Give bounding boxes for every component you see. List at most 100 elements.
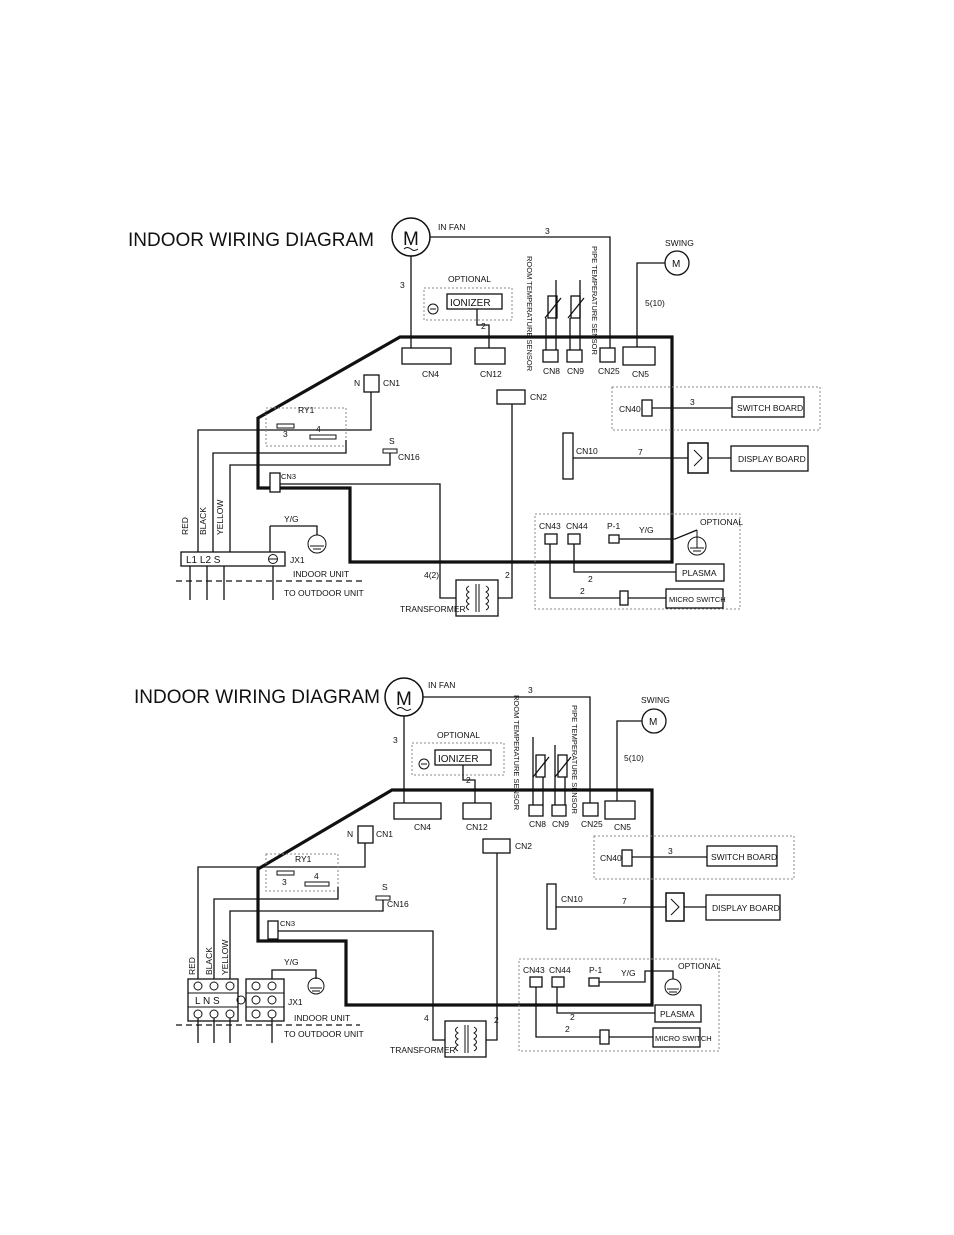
- switch-board: [706, 845, 778, 867]
- room-sensor-arrow: [544, 297, 562, 319]
- ground-icon: [307, 534, 327, 554]
- connector-cn4: [393, 802, 442, 820]
- connector-cn44: [567, 533, 581, 545]
- relay-box: [265, 853, 339, 892]
- connector-cn4: [401, 347, 452, 365]
- connector-cn2: [496, 389, 526, 405]
- wiring-diagram-2: INDOOR WIRING DIAGRAM M IN FAN 3 3 OPTIO…: [0, 665, 954, 1085]
- cn3-label: CN3: [281, 472, 296, 481]
- cn8-label: CN8: [529, 819, 546, 829]
- micro-switch-wire: [549, 544, 620, 599]
- micro-switch-label: MICRO SWITCH: [669, 595, 726, 604]
- cn1-wire: [197, 843, 366, 979]
- fan-label: IN FAN: [428, 680, 455, 690]
- s-label: S: [389, 436, 395, 446]
- swing-motor-symbol: M: [649, 717, 657, 728]
- indoor-unit-label: INDOOR UNIT: [293, 569, 349, 579]
- connector-cn25: [582, 802, 599, 817]
- plasma-wire: [573, 544, 676, 573]
- plasma-optional-box: [518, 958, 720, 1052]
- wire-count-transformer-left: 4: [424, 1013, 429, 1023]
- room-sensor-icon: [535, 754, 546, 778]
- cn8-label: CN8: [543, 366, 560, 376]
- wire-count-fan-top: 3: [545, 226, 550, 236]
- micro-switch-connector-icon: [619, 590, 629, 606]
- connector-cn25: [599, 347, 616, 363]
- terminal-labels: L1 L2 S: [186, 555, 221, 566]
- plasma-optional-box: [534, 513, 741, 610]
- micro-switch-box: [652, 1027, 701, 1048]
- swing-wire: [636, 262, 665, 348]
- cn43-label: CN43: [523, 965, 545, 975]
- p1-label: P-1: [589, 965, 603, 975]
- room-sensor-label: ROOM TEMPERATURE SENSOR: [512, 695, 521, 811]
- pipe-sensor-label: PIPE TEMPERATURE SENSOR: [590, 246, 599, 355]
- terminal-block-jx1: [187, 978, 285, 1022]
- wire-count-micro: 2: [565, 1024, 570, 1034]
- wire-color-yellow: YELLOW: [215, 500, 225, 535]
- transformer-label: TRANSFORMER: [400, 604, 466, 614]
- cn16-wire: [229, 900, 384, 979]
- cn9-label: CN9: [552, 819, 569, 829]
- connector-cn10: [562, 432, 574, 480]
- connector-cn43: [529, 976, 543, 988]
- plasma-wire: [556, 987, 655, 1014]
- fan-wire-top: [423, 696, 591, 803]
- diagram-title: INDOOR WIRING DIAGRAM: [128, 230, 374, 251]
- ionizer-label: IONIZER: [438, 754, 479, 765]
- room-sensor-arrow: [532, 756, 550, 778]
- cn3-wire: [280, 483, 456, 599]
- optional-label: OPTIONAL: [437, 730, 480, 740]
- connector-cn40: [621, 849, 633, 867]
- cn2-wire: [486, 853, 498, 1041]
- jx1-label: JX1: [290, 555, 305, 565]
- cn40-label: CN40: [619, 404, 641, 414]
- yg-label-2: Y/G: [639, 525, 654, 535]
- micro-switch-label: MICRO SWITCH: [655, 1034, 712, 1043]
- wire-count-plasma: 2: [588, 574, 593, 584]
- pipe-sensor-label: PIPE TEMPERATURE SENSOR: [570, 705, 579, 814]
- transformer-box: [455, 579, 499, 617]
- yg-label: Y/G: [284, 957, 299, 967]
- ionizer-label: IONIZER: [450, 298, 491, 309]
- micro-switch-box: [665, 588, 724, 609]
- switch-board: [731, 396, 805, 418]
- pipe-sensor-arrow: [554, 756, 572, 778]
- wire-color-black: BLACK: [198, 507, 208, 535]
- optional-label-2: OPTIONAL: [700, 517, 743, 527]
- cn25-label: CN25: [598, 366, 620, 376]
- cn3-label: CN3: [280, 919, 295, 928]
- ionizer-box: [446, 293, 503, 310]
- connector-cn8: [528, 804, 544, 817]
- relay-label: RY1: [295, 854, 312, 864]
- wire-count-fan-top: 3: [528, 685, 533, 695]
- cn25-label: CN25: [581, 819, 603, 829]
- display-connector-icon: [687, 442, 709, 474]
- connector-cn44: [551, 976, 565, 988]
- fan-motor-icon: M: [391, 217, 431, 257]
- yg-wire: [271, 969, 317, 979]
- transformer-label: TRANSFORMER: [390, 1045, 456, 1055]
- display-connector-icon: [665, 892, 685, 922]
- transformer-coil-right-icon: [473, 1026, 477, 1052]
- wire-count-fan-left: 3: [393, 735, 398, 745]
- room-sensor-label: ROOM TEMPERATURE SENSOR: [525, 256, 534, 372]
- cn16-label: CN16: [387, 899, 409, 909]
- cn44-label: CN44: [566, 521, 588, 531]
- diagram-title: INDOOR WIRING DIAGRAM: [134, 687, 380, 708]
- connector-cn12: [474, 347, 506, 365]
- terminal-labels: L N S: [195, 996, 220, 1007]
- wire-color-red: RED: [180, 517, 190, 535]
- micro-switch-wire: [535, 987, 600, 1038]
- display-board-label: DISPLAY BOARD: [712, 903, 780, 913]
- wire-count-fan-left: 3: [400, 280, 405, 290]
- plasma-label: PLASMA: [660, 1009, 695, 1019]
- cn5-label: CN5: [614, 822, 631, 832]
- cn12-label: CN12: [466, 822, 488, 832]
- cn2-label: CN2: [515, 841, 532, 851]
- relay-pin-4: 4: [314, 871, 319, 881]
- s-label: S: [382, 882, 388, 892]
- relay-box: [265, 407, 347, 447]
- relay-contact-4: [304, 881, 330, 887]
- connector-cn3: [267, 920, 279, 940]
